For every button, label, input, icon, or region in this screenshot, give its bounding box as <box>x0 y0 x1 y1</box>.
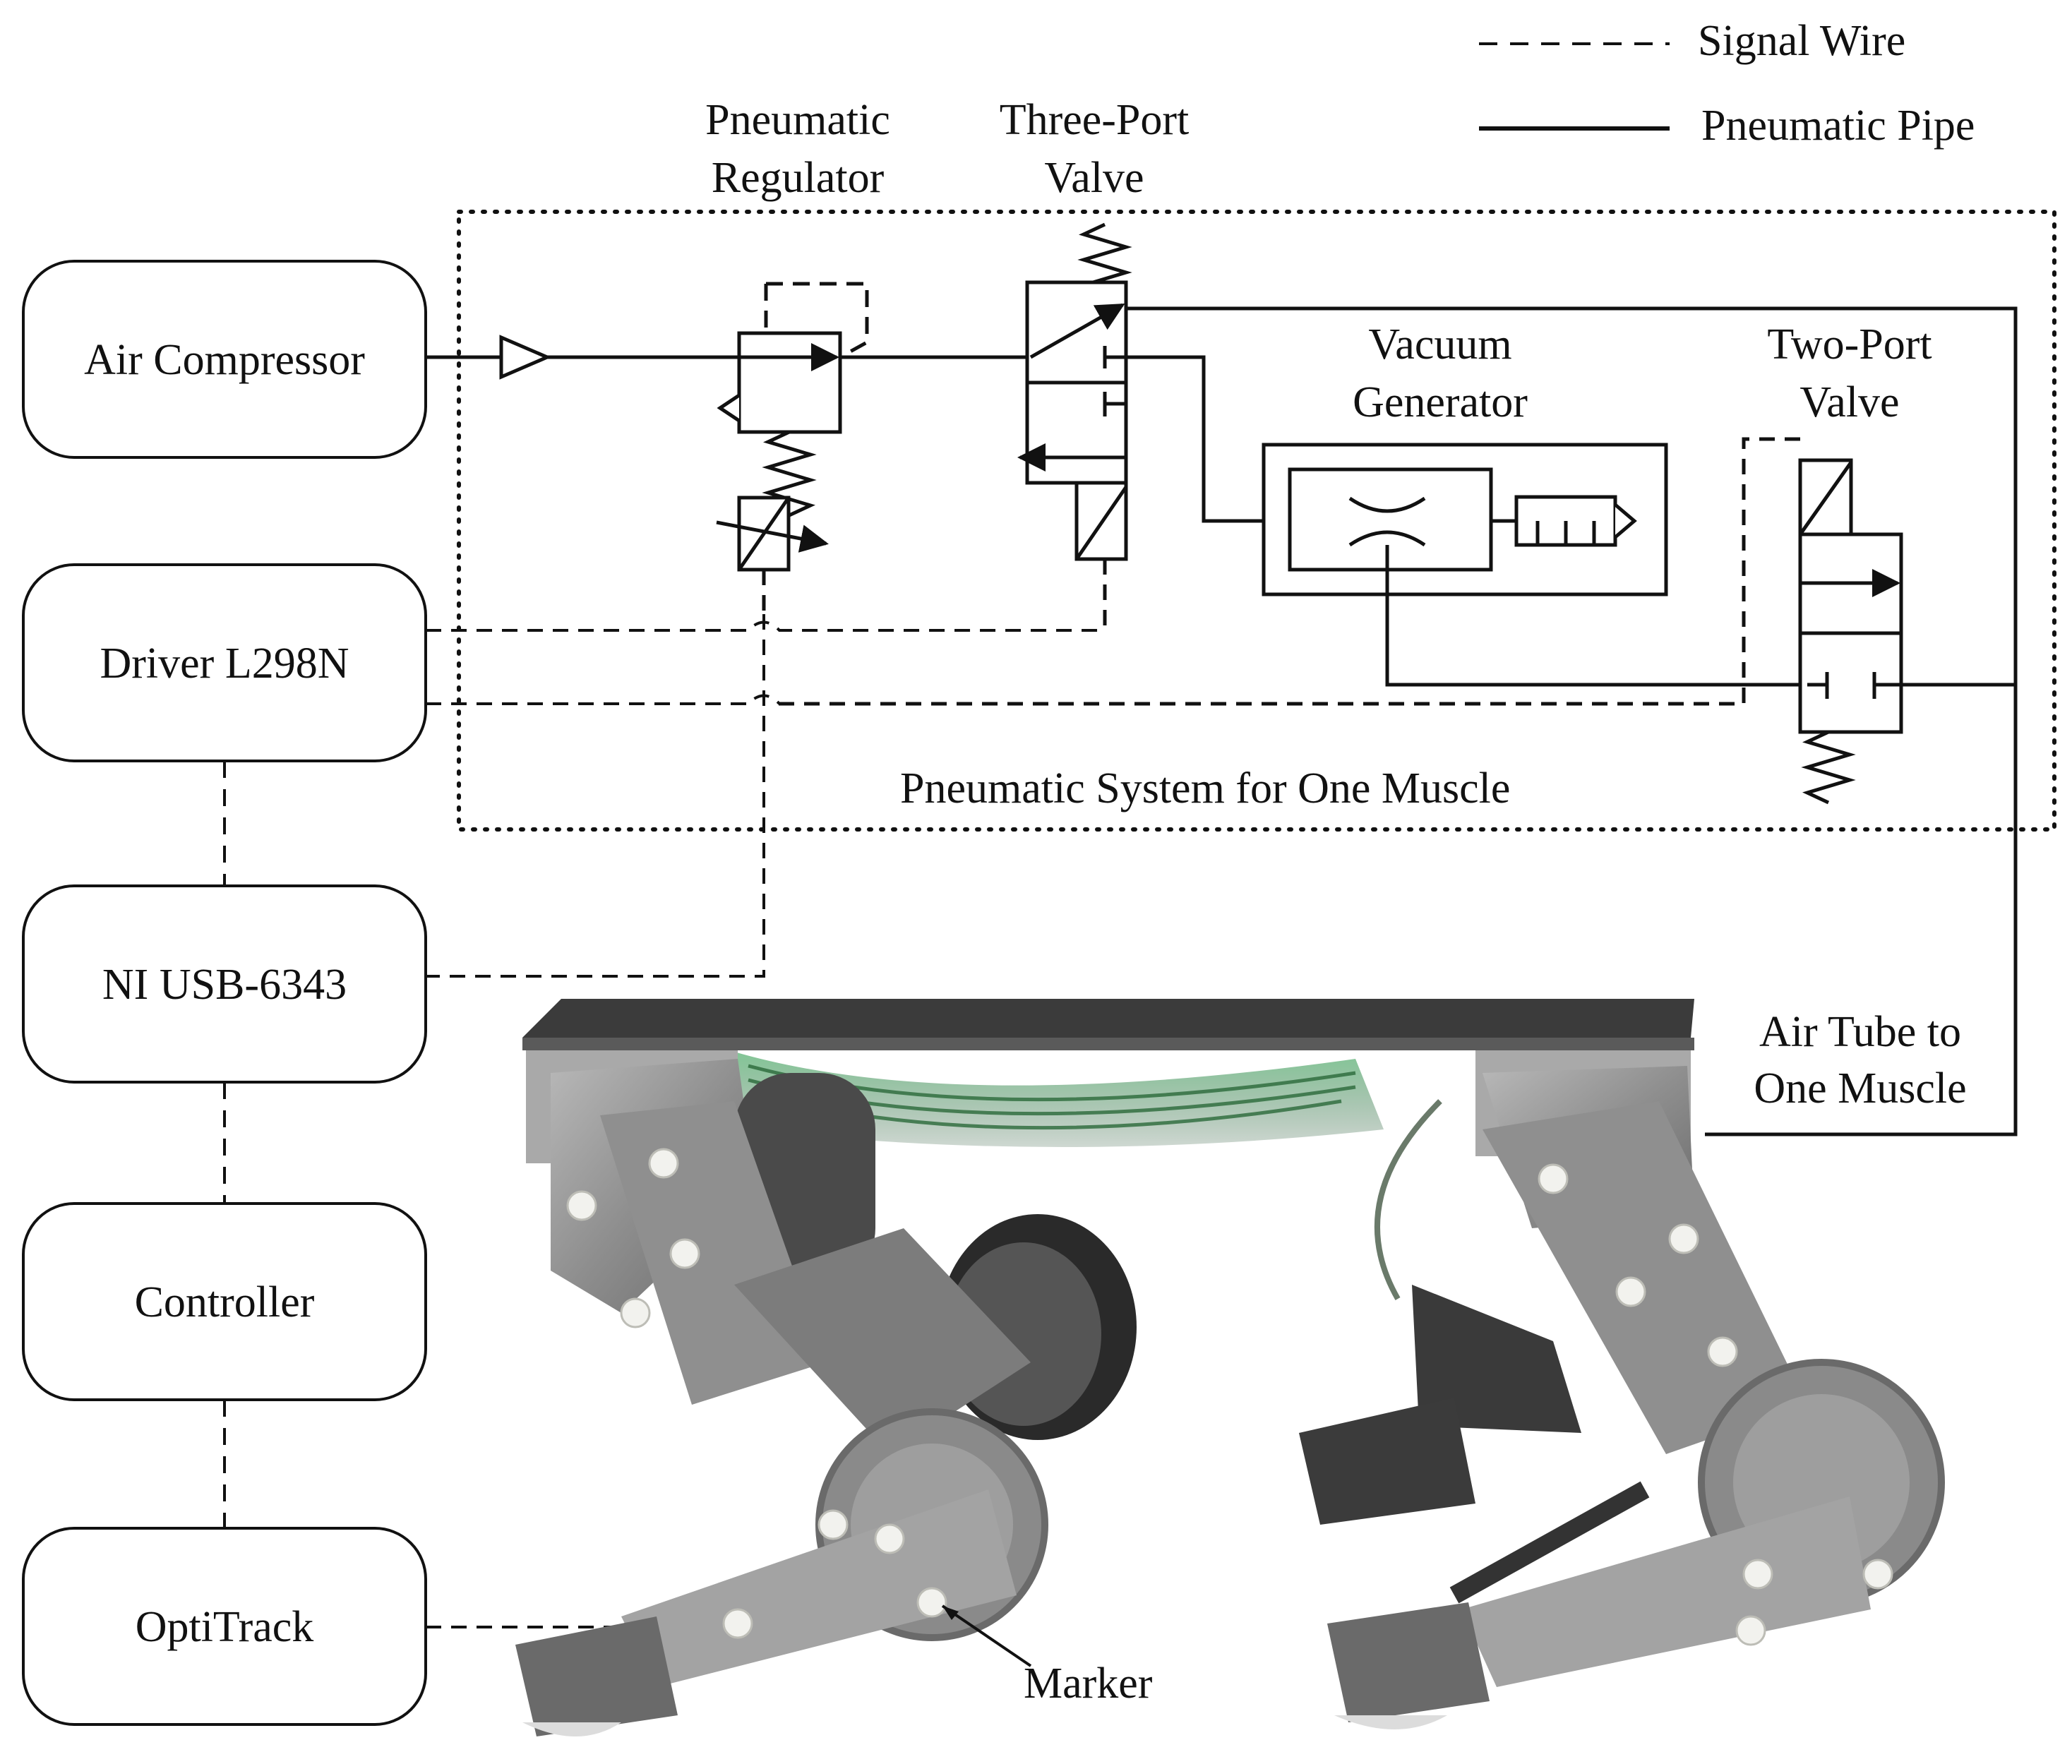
marker-ball <box>1615 1276 1646 1307</box>
pneumatic-schematic <box>426 222 2018 1136</box>
marker-ball <box>669 1238 700 1269</box>
marker-ball <box>648 1148 679 1179</box>
daq-label: NI USB-6343 <box>102 961 347 1009</box>
three-port-title-1: Three-Port <box>1000 96 1190 144</box>
driver-label: Driver L298N <box>100 640 349 688</box>
marker-callout-line <box>941 1604 1032 1667</box>
robot-top-plate <box>522 999 1694 1038</box>
marker-ball <box>916 1587 947 1618</box>
robot-illustration: Marker <box>515 999 1945 1736</box>
air-tube-label-1: Air Tube to <box>1759 1008 1961 1056</box>
vacuum-title-2: Generator <box>1353 378 1528 426</box>
marker-ball <box>1538 1163 1569 1194</box>
two-port-title-2: Valve <box>1799 378 1899 426</box>
marker-ball <box>1862 1559 1893 1590</box>
pressure-regulator-symbol <box>716 282 869 614</box>
marker-ball <box>818 1509 849 1540</box>
pneumatic-system-boundary <box>457 210 2056 832</box>
tracking-markers <box>566 1148 1893 1646</box>
three-port-title-2: Valve <box>1044 154 1144 202</box>
controller-label: Controller <box>135 1278 315 1326</box>
legend-signal-wire-label: Signal Wire <box>1698 17 1905 65</box>
supply-flow-triangle <box>499 335 552 380</box>
two-port-title-1: Two-Port <box>1767 320 1932 368</box>
legend: Signal Wire Pneumatic Pipe <box>1479 17 1975 150</box>
pneumatic-system-label: Pneumatic System for One Muscle <box>900 764 1510 812</box>
air-compressor-block <box>22 260 427 459</box>
marker-ball <box>566 1190 597 1221</box>
valve-to-vacuum-pipe <box>1126 355 1290 523</box>
two-port-valve-symbol <box>769 437 2016 805</box>
regulator-title-1: Pneumatic <box>705 96 890 144</box>
left-block-column: Air Compressor Driver L298N NI USB-6343 … <box>22 260 427 1726</box>
vacuum-generator-symbol <box>1262 443 1807 687</box>
optitrack-label: OptiTrack <box>136 1603 314 1651</box>
marker-ball <box>1735 1615 1766 1646</box>
outlet-pipe-to-muscle <box>1126 306 2018 1136</box>
vacuum-title-1: Vacuum <box>1368 320 1511 368</box>
air-compressor-label: Air Compressor <box>84 336 365 384</box>
robot-right-leg <box>1299 1050 1945 1729</box>
marker-label: Marker <box>1024 1660 1153 1708</box>
marker-ball <box>722 1608 753 1639</box>
marker-ball <box>620 1297 651 1328</box>
three-port-valve-symbol <box>1017 222 1132 630</box>
marker-ball <box>1668 1223 1699 1254</box>
robot-left-leg <box>515 1050 1137 1736</box>
marker-ball <box>1707 1336 1738 1367</box>
marker-ball <box>1742 1559 1773 1590</box>
regulator-title-2: Regulator <box>712 154 885 202</box>
marker-ball <box>874 1523 905 1554</box>
legend-pneumatic-pipe-label: Pneumatic Pipe <box>1701 102 1975 150</box>
air-tube-label-2: One Muscle <box>1754 1064 1966 1112</box>
